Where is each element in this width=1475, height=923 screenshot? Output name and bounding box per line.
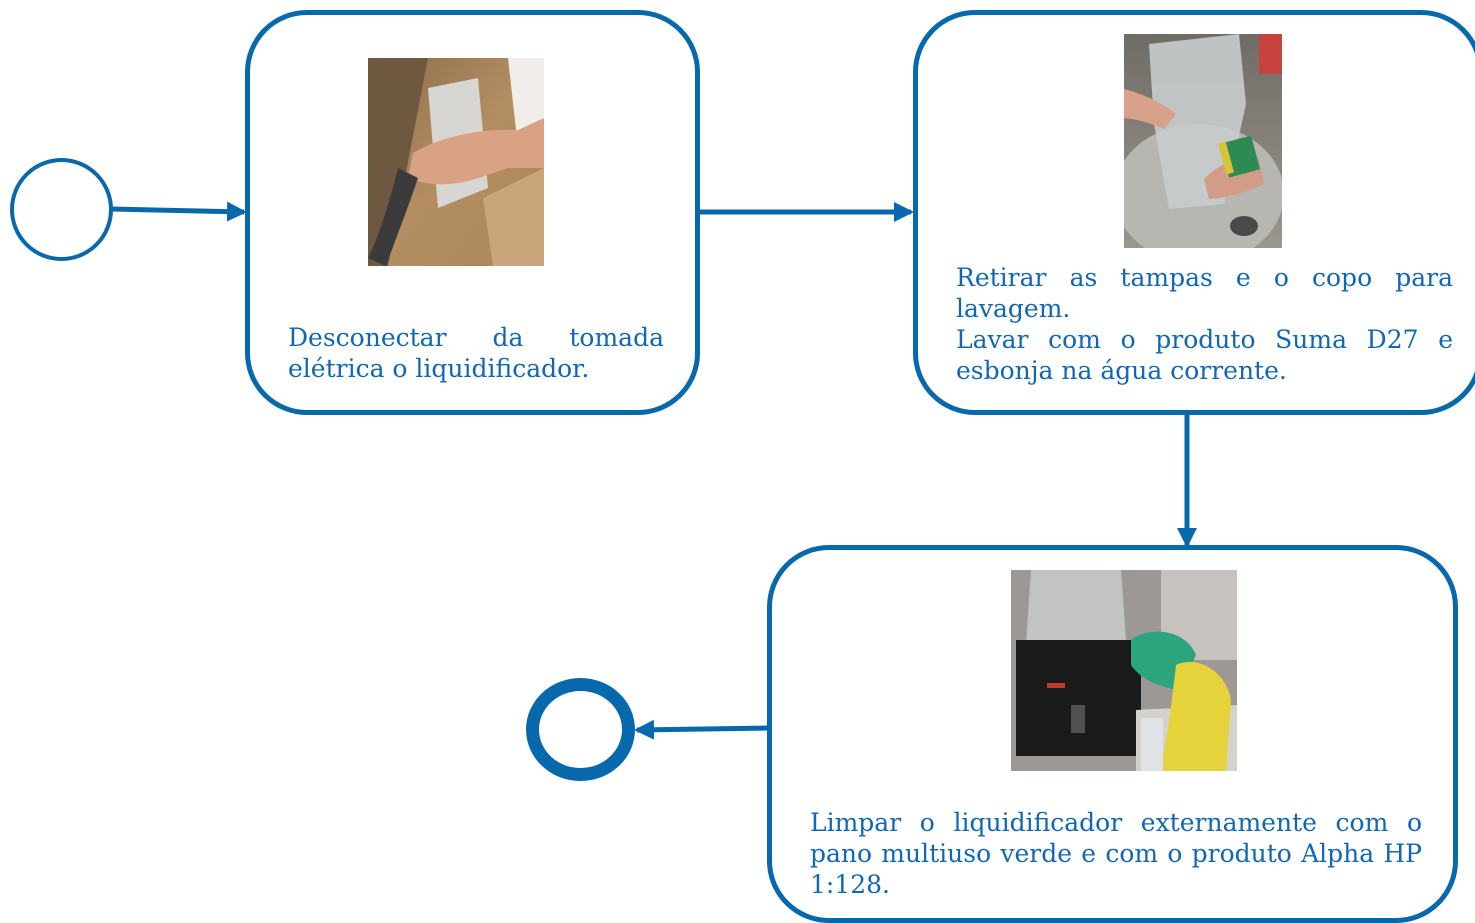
start-event bbox=[10, 158, 113, 261]
task-unplug-blender: Desconectar da tomada elétrica o liquidi… bbox=[245, 10, 700, 415]
end-event bbox=[526, 678, 635, 781]
task-3-line-1: Limpar o liquidificador externamente com… bbox=[810, 808, 1422, 899]
task-2-text: Retirar as tampas e o copo para lavagem.… bbox=[956, 262, 1453, 386]
task-3-text: Limpar o liquidificador externamente com… bbox=[810, 807, 1422, 900]
task-2-line-2: Lavar com o produto Suma D27 e esbonja n… bbox=[956, 325, 1453, 385]
arrow-start-to-task-1 bbox=[111, 201, 247, 222]
task-1-text: Desconectar da tomada elétrica o liquidi… bbox=[288, 322, 664, 384]
wiping-blender-base-with-green-cloth-photo bbox=[1011, 570, 1237, 771]
task-wash-jar-and-lids: Retirar as tampas e o copo para lavagem.… bbox=[913, 10, 1475, 415]
task-2-line-1: Retirar as tampas e o copo para lavagem. bbox=[956, 263, 1453, 323]
hand-unplugging-blender-photo bbox=[368, 58, 544, 266]
task-1-line-1: Desconectar da tomada elétrica o liquidi… bbox=[288, 323, 664, 383]
arrow-task-3-to-end bbox=[634, 719, 770, 740]
washing-blender-jar-with-sponge-photo bbox=[1124, 34, 1282, 248]
task-clean-blender-exterior: Limpar o liquidificador externamente com… bbox=[767, 545, 1458, 923]
